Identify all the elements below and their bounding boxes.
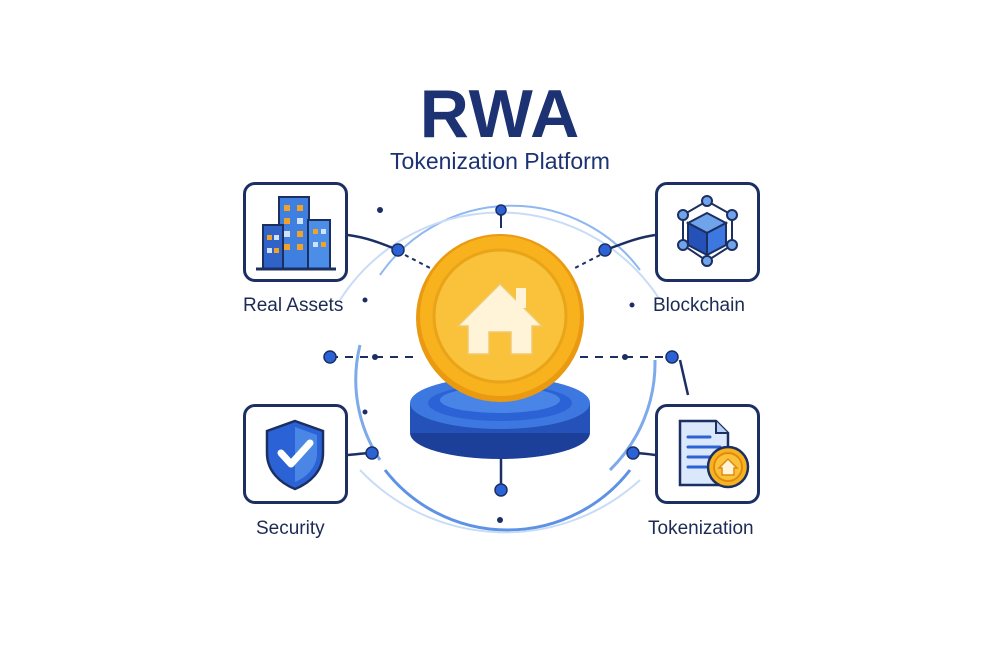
connector-real-assets [347,233,399,252]
center-platform [410,234,590,459]
orbit-arc-left [354,344,382,461]
card-blockchain [655,182,760,282]
shield-check-icon [265,419,325,491]
orbit-arc-right [608,359,657,472]
card-tokenization [655,404,760,504]
cube-network-icon [677,195,738,267]
document-coin-icon [678,419,750,489]
page-title: RWA [419,76,581,152]
label-real-assets: Real Assets [243,295,344,316]
label-security: Security [256,518,325,539]
card-real-assets [243,182,348,282]
orbit-arc-top [379,204,641,276]
office-buildings-icon [256,196,336,271]
orbit-outer-bottom [359,469,641,534]
page-subtitle: Tokenization Platform [390,148,610,174]
orbit-arc-bottom [383,469,632,532]
label-tokenization: Tokenization [648,518,754,539]
house-coin-icon [416,234,584,402]
label-blockchain: Blockchain [653,295,745,316]
card-security [243,404,348,504]
